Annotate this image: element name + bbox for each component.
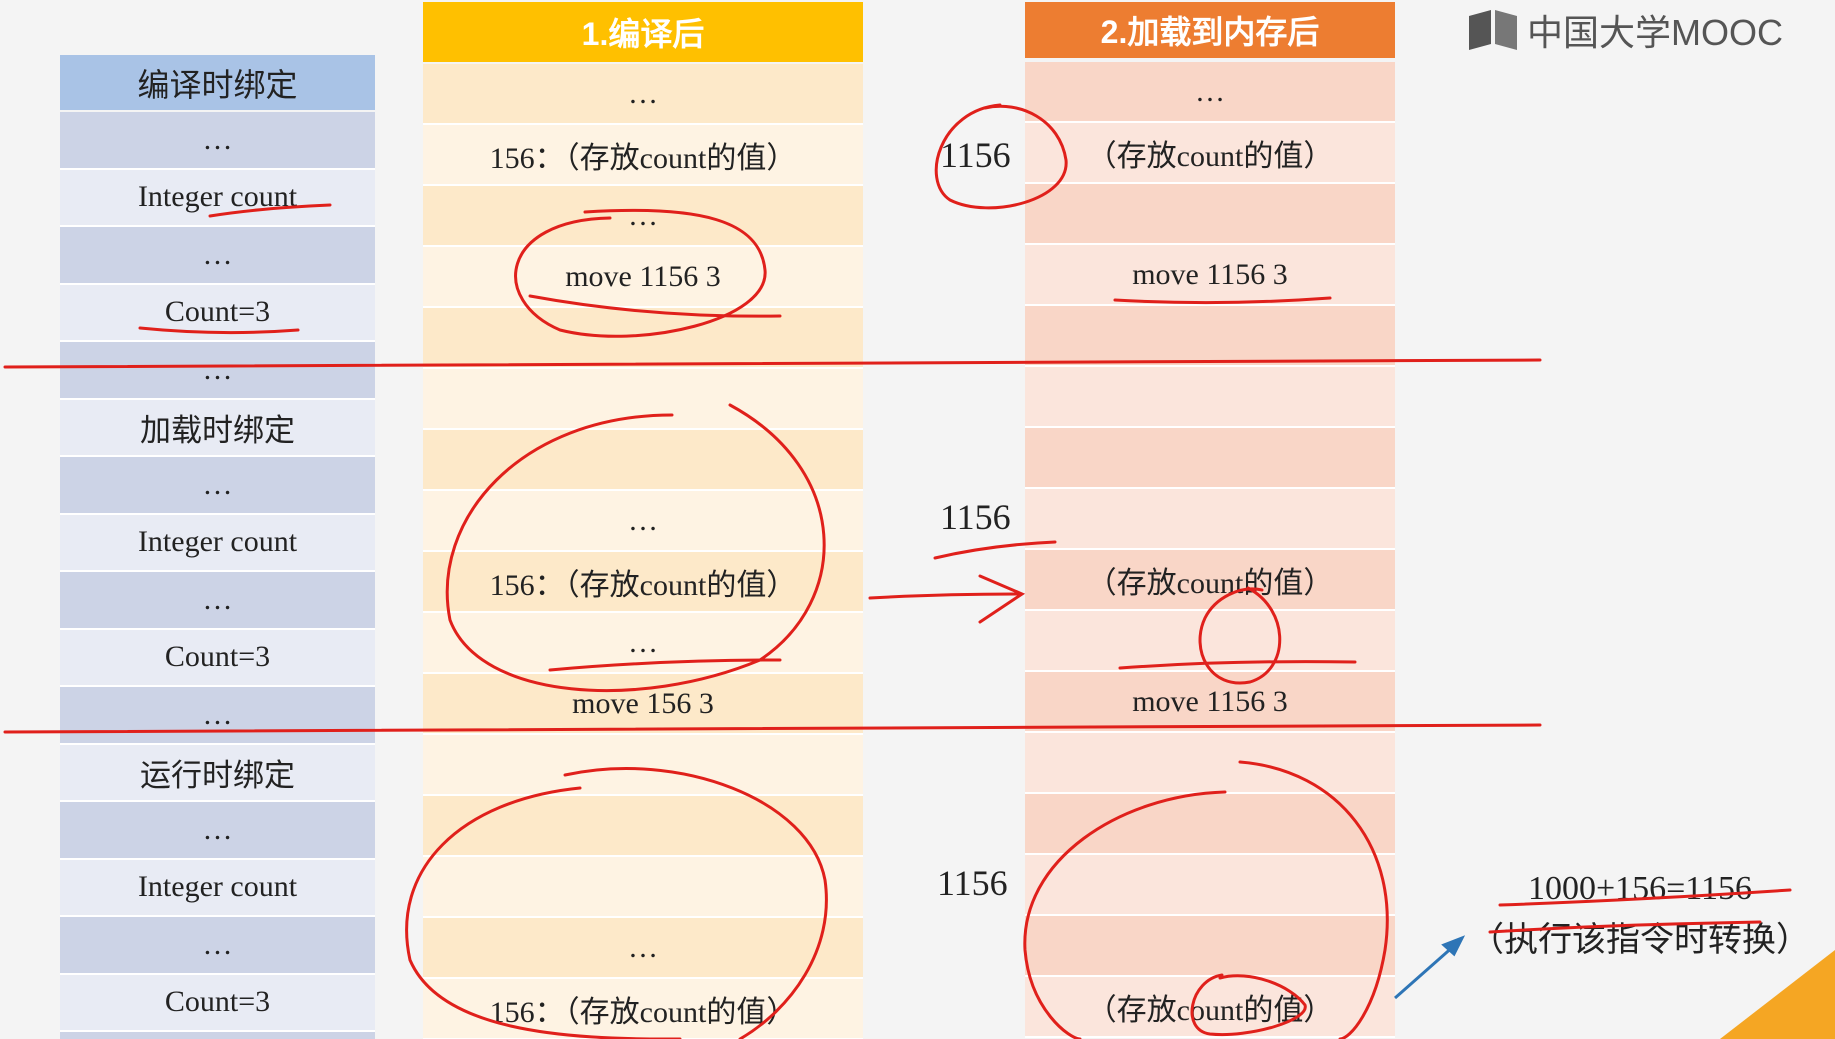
left-row: Integer count [60, 859, 375, 917]
right-row: move 1156 3 [1025, 245, 1395, 306]
left-rows: … Integer count … Count=3 … 加载时绑定 … Inte… [60, 112, 375, 1039]
address-calculation: 1000+156=1156 [1527, 870, 1753, 907]
arrow-annotation [868, 592, 1022, 600]
left-row: … [60, 342, 375, 400]
conversion-note: （执行该指令时转换） [1470, 921, 1810, 959]
mid-row: 156：（存放count的值） [423, 125, 863, 186]
right-row [1025, 855, 1395, 916]
left-row: … [60, 572, 375, 630]
mooc-logo: 中国大学MOOC [1465, 4, 1783, 56]
mid-row [423, 796, 863, 857]
mid-row: … [423, 64, 863, 125]
left-row: … [60, 802, 375, 860]
right-row [1025, 611, 1395, 672]
run-time-binding-label: 运行时绑定 [60, 744, 375, 802]
arrow-annotation [978, 574, 1026, 624]
left-row: … [60, 112, 375, 170]
mid-row [423, 735, 863, 796]
address-label: 1156 [940, 497, 1011, 537]
left-row: Integer count [60, 169, 375, 227]
left-row: … [60, 227, 375, 285]
after-compile-header: 1.编译后 [423, 2, 863, 62]
right-row [1025, 306, 1395, 367]
mid-row: 156：（存放count的值） [423, 552, 863, 613]
right-row [1025, 489, 1395, 550]
after-load-header: 2.加载到内存后 [1025, 2, 1395, 58]
corner-decoration [1720, 950, 1835, 1039]
left-row: Count=3 [60, 629, 375, 687]
mid-row: … [423, 491, 863, 552]
book-icon [1469, 10, 1517, 50]
mid-row [423, 857, 863, 918]
right-row [1025, 367, 1395, 428]
right-row: move 1156 3 [1025, 672, 1395, 733]
compile-time-binding-header: 编译时绑定 [60, 55, 375, 110]
right-row: （存放count的值） [1025, 977, 1395, 1038]
mid-row: … [423, 918, 863, 979]
right-row [1025, 794, 1395, 855]
right-row [1025, 916, 1395, 977]
left-row: Integer count [60, 514, 375, 572]
right-rows: … （存放count的值） move 1156 3 （存放count的值） mo… [1025, 62, 1395, 1038]
relocation-note: 1000+156=1156 （执行该指令时转换） [1450, 870, 1830, 961]
address-label: 1156 [940, 135, 1011, 175]
load-time-binding-label: 加载时绑定 [60, 399, 375, 457]
mid-row [423, 308, 863, 369]
left-row [60, 1032, 375, 1039]
mid-row: … [423, 613, 863, 674]
right-row: （存放count的值） [1025, 123, 1395, 184]
left-row: … [60, 457, 375, 515]
address-label: 1156 [937, 863, 1008, 903]
right-row [1025, 733, 1395, 794]
mid-row [423, 369, 863, 430]
left-row: … [60, 687, 375, 745]
right-row: （存放count的值） [1025, 550, 1395, 611]
right-row [1025, 184, 1395, 245]
right-row [1025, 428, 1395, 489]
left-row: … [60, 917, 375, 975]
right-row: … [1025, 62, 1395, 123]
left-row: Count=3 [60, 974, 375, 1032]
middle-rows: … 156：（存放count的值） … move 1156 3 … 156：（存… [423, 64, 863, 1039]
left-row: Count=3 [60, 284, 375, 342]
pointer-arrow [1394, 943, 1456, 1000]
mid-row [423, 430, 863, 491]
mid-row: … [423, 186, 863, 247]
mid-row: move 1156 3 [423, 247, 863, 308]
mid-row: 156：（存放count的值） [423, 979, 863, 1039]
mid-row: move 156 3 [423, 674, 863, 735]
logo-text: 中国大学MOOC [1527, 12, 1783, 53]
